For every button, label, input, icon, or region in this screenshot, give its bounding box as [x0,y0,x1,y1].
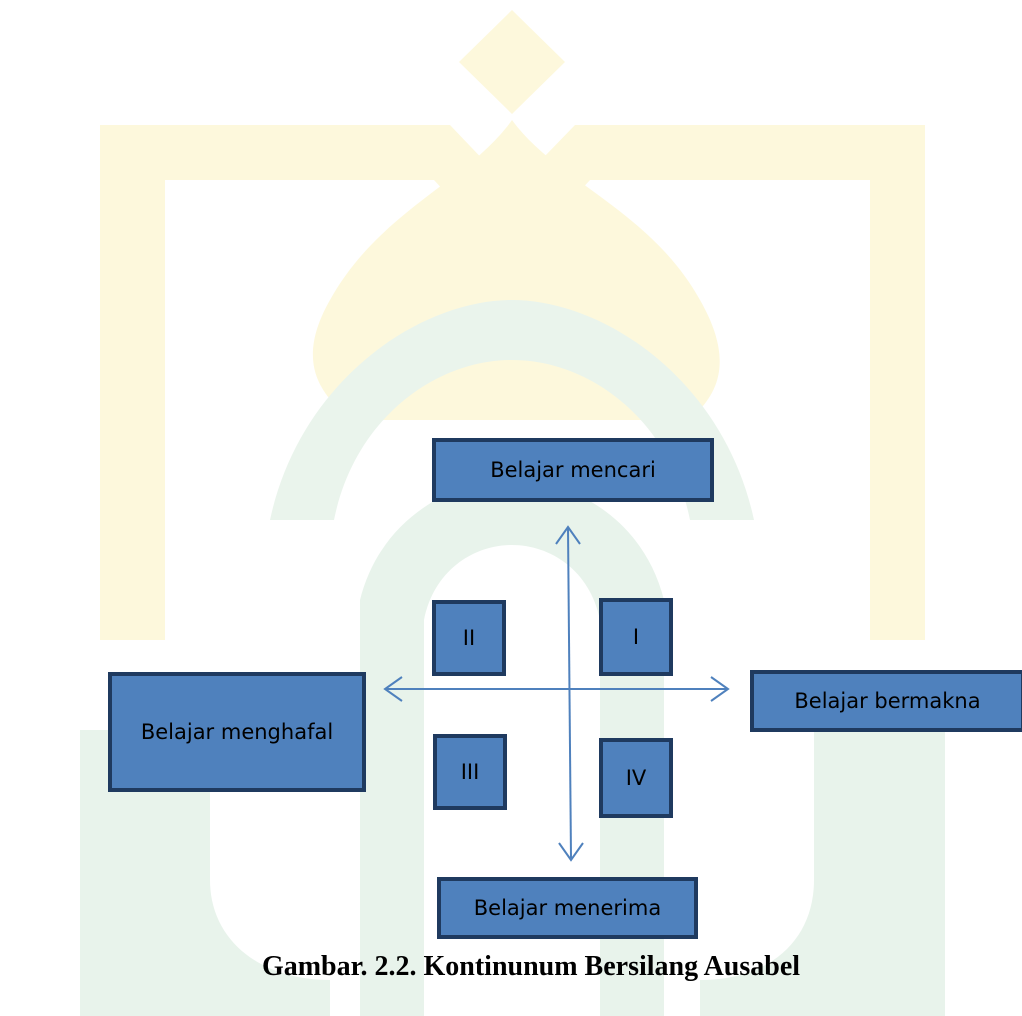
node-belajar-menghafal: Belajar menghafal [108,672,366,792]
horizontal-axis-arrowhead-left [383,676,403,702]
quadrant-iii: III [433,734,507,810]
quadrant-label: III [460,760,480,784]
watermark-green-arch [270,300,754,520]
vertical-axis-line [567,527,572,859]
quadrant-label: II [462,626,476,650]
quadrant-ii: II [432,600,506,676]
quadrant-label: IV [625,766,647,790]
node-label: Belajar bermakna [794,689,981,713]
watermark-green-u-left [80,730,330,1016]
figure-caption: Gambar. 2.2. Kontinunum Bersilang Ausabe… [261,951,801,982]
node-label: Belajar menerima [473,896,662,920]
quadrant-i: I [599,598,673,676]
node-label: Belajar menghafal [140,720,334,744]
horizontal-axis-arrowhead-right [710,676,730,702]
quadrant-label: I [632,625,640,649]
watermark-book [100,125,925,640]
node-belajar-menerima: Belajar menerima [437,877,698,939]
watermark-green-u-right [700,730,945,1016]
node-label: Belajar mencari [490,458,656,482]
node-belajar-mencari: Belajar mencari [432,438,714,502]
watermark-diamond [459,10,565,114]
node-belajar-bermakna: Belajar bermakna [750,670,1022,732]
vertical-axis-arrowhead-bottom [558,842,584,862]
vertical-axis-arrowhead-top [555,525,581,545]
quadrant-iv: IV [599,738,673,818]
